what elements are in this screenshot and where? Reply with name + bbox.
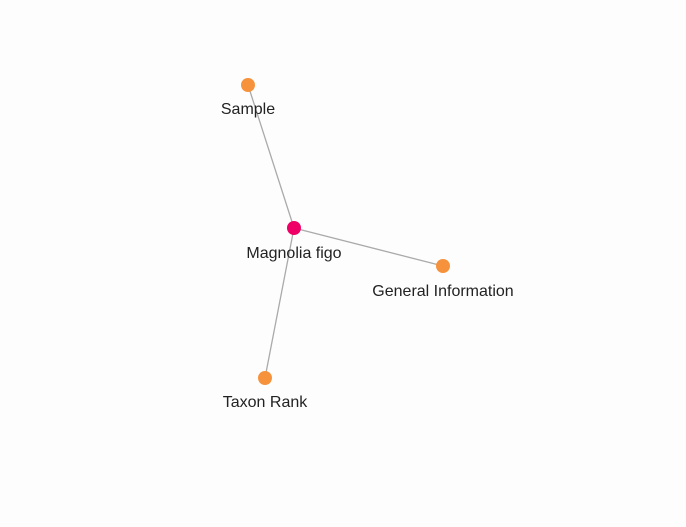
node-general-information-label: General Information xyxy=(372,283,513,300)
node-taxon-rank-label: Taxon Rank xyxy=(223,394,308,411)
node-sample-label: Sample xyxy=(221,101,275,118)
nodes-layer: Sample Magnolia figo General Information… xyxy=(221,78,514,411)
edge-center-sample xyxy=(247,84,295,229)
edge-center-general-information xyxy=(293,227,444,267)
edge-center-taxon-rank xyxy=(264,227,295,379)
node-taxon-rank[interactable]: Taxon Rank xyxy=(223,371,308,411)
node-magnolia-figo[interactable]: Magnolia figo xyxy=(246,221,342,262)
node-taxon-rank-dot[interactable] xyxy=(258,371,272,385)
node-sample-dot[interactable] xyxy=(241,78,255,92)
edges-layer xyxy=(247,84,444,379)
node-sample[interactable]: Sample xyxy=(221,78,275,118)
node-magnolia-figo-label: Magnolia figo xyxy=(246,245,341,262)
node-magnolia-figo-dot[interactable] xyxy=(287,221,301,235)
node-general-information-dot[interactable] xyxy=(436,259,450,273)
node-general-information[interactable]: General Information xyxy=(372,259,514,300)
